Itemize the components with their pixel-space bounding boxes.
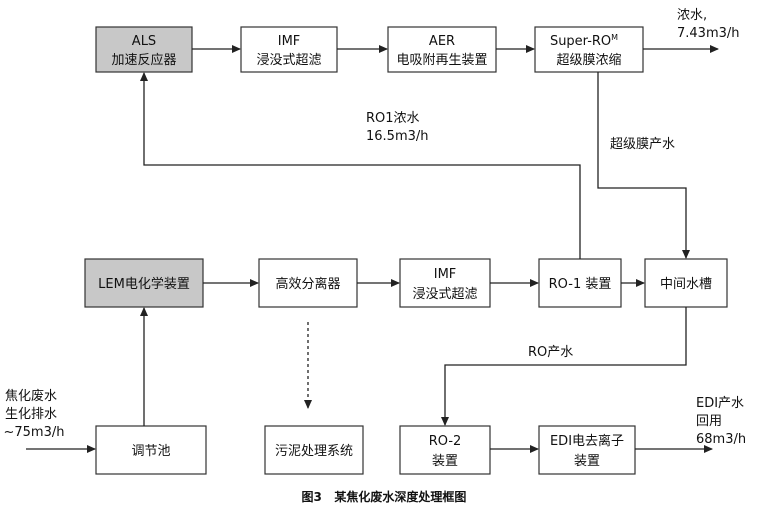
svg-text:加速反应器: 加速反应器 [111,52,176,68]
edge-ro1-als [140,72,581,259]
label-inflow-line2: 生化排水 [5,407,57,422]
edge-tank-ro2 [441,307,687,426]
figure-caption: 图3 某焦化废水深度处理框图 [302,489,467,504]
label-inflow-line1: 焦化废水 [5,388,57,404]
svg-text:装置: 装置 [574,454,600,469]
node-super-ro: Super-ROM 超级膜浓缩 [534,26,644,73]
node-edi: EDI电去离子 装置 [538,425,636,475]
node-lem: LEM电化学装置 [84,258,204,308]
edge-superro-tank [597,72,690,259]
svg-text:中间水槽: 中间水槽 [660,277,712,292]
svg-text:浸没式超滤: 浸没式超滤 [412,287,477,302]
node-imf-mid: IMF 浸没式超滤 [399,258,491,308]
node-pool: 调节池 [95,425,207,475]
label-edi-out-line3: 68m3/h [696,432,746,447]
label-concentrate-out-line2: 7.43m3/h [677,26,740,41]
svg-text:超级膜浓缩: 超级膜浓缩 [556,52,621,68]
svg-text:LEM电化学装置: LEM电化学装置 [98,276,190,292]
svg-text:RO-2: RO-2 [429,434,462,449]
svg-text:调节池: 调节池 [131,444,170,459]
label-super-permeate: 超级膜产水 [610,137,675,152]
node-sludge: 污泥处理系统 [264,425,364,475]
label-ro1-concentrate-line2: 16.5m3/h [366,129,429,144]
svg-text:浸没式超滤: 浸没式超滤 [256,53,321,68]
svg-text:高效分离器: 高效分离器 [275,276,340,292]
svg-text:IMF: IMF [278,34,301,49]
node-ro1: RO-1 装置 [538,258,622,308]
node-tank: 中间水槽 [644,258,728,308]
node-imf-top: IMF 浸没式超滤 [240,26,338,73]
node-aer: AER 电吸附再生装置 [387,26,497,73]
label-ro1-concentrate-line1: RO1浓水 [366,111,420,126]
node-separator: 高效分离器 [258,258,358,308]
node-ro2: RO-2 装置 [399,425,491,475]
node-als: ALS 加速反应器 [95,26,193,73]
label-edi-out-line1: EDI产水 [696,396,744,411]
svg-text:装置: 装置 [432,454,458,469]
svg-text:Super-ROM: Super-ROM [550,33,618,49]
label-edi-out-line2: 回用 [696,414,722,429]
svg-text:EDI电去离子: EDI电去离子 [550,433,624,449]
svg-text:ALS: ALS [132,34,156,49]
svg-text:RO-1 装置: RO-1 装置 [549,277,612,292]
svg-text:电吸附再生装置: 电吸附再生装置 [396,53,487,68]
svg-text:污泥处理系统: 污泥处理系统 [275,444,353,459]
label-ro-permeate: RO产水 [528,345,573,360]
label-inflow-line3: ~75m3/h [4,425,65,440]
svg-text:AER: AER [429,34,455,49]
svg-text:IMF: IMF [434,267,457,282]
label-concentrate-out-line1: 浓水, [677,8,707,23]
